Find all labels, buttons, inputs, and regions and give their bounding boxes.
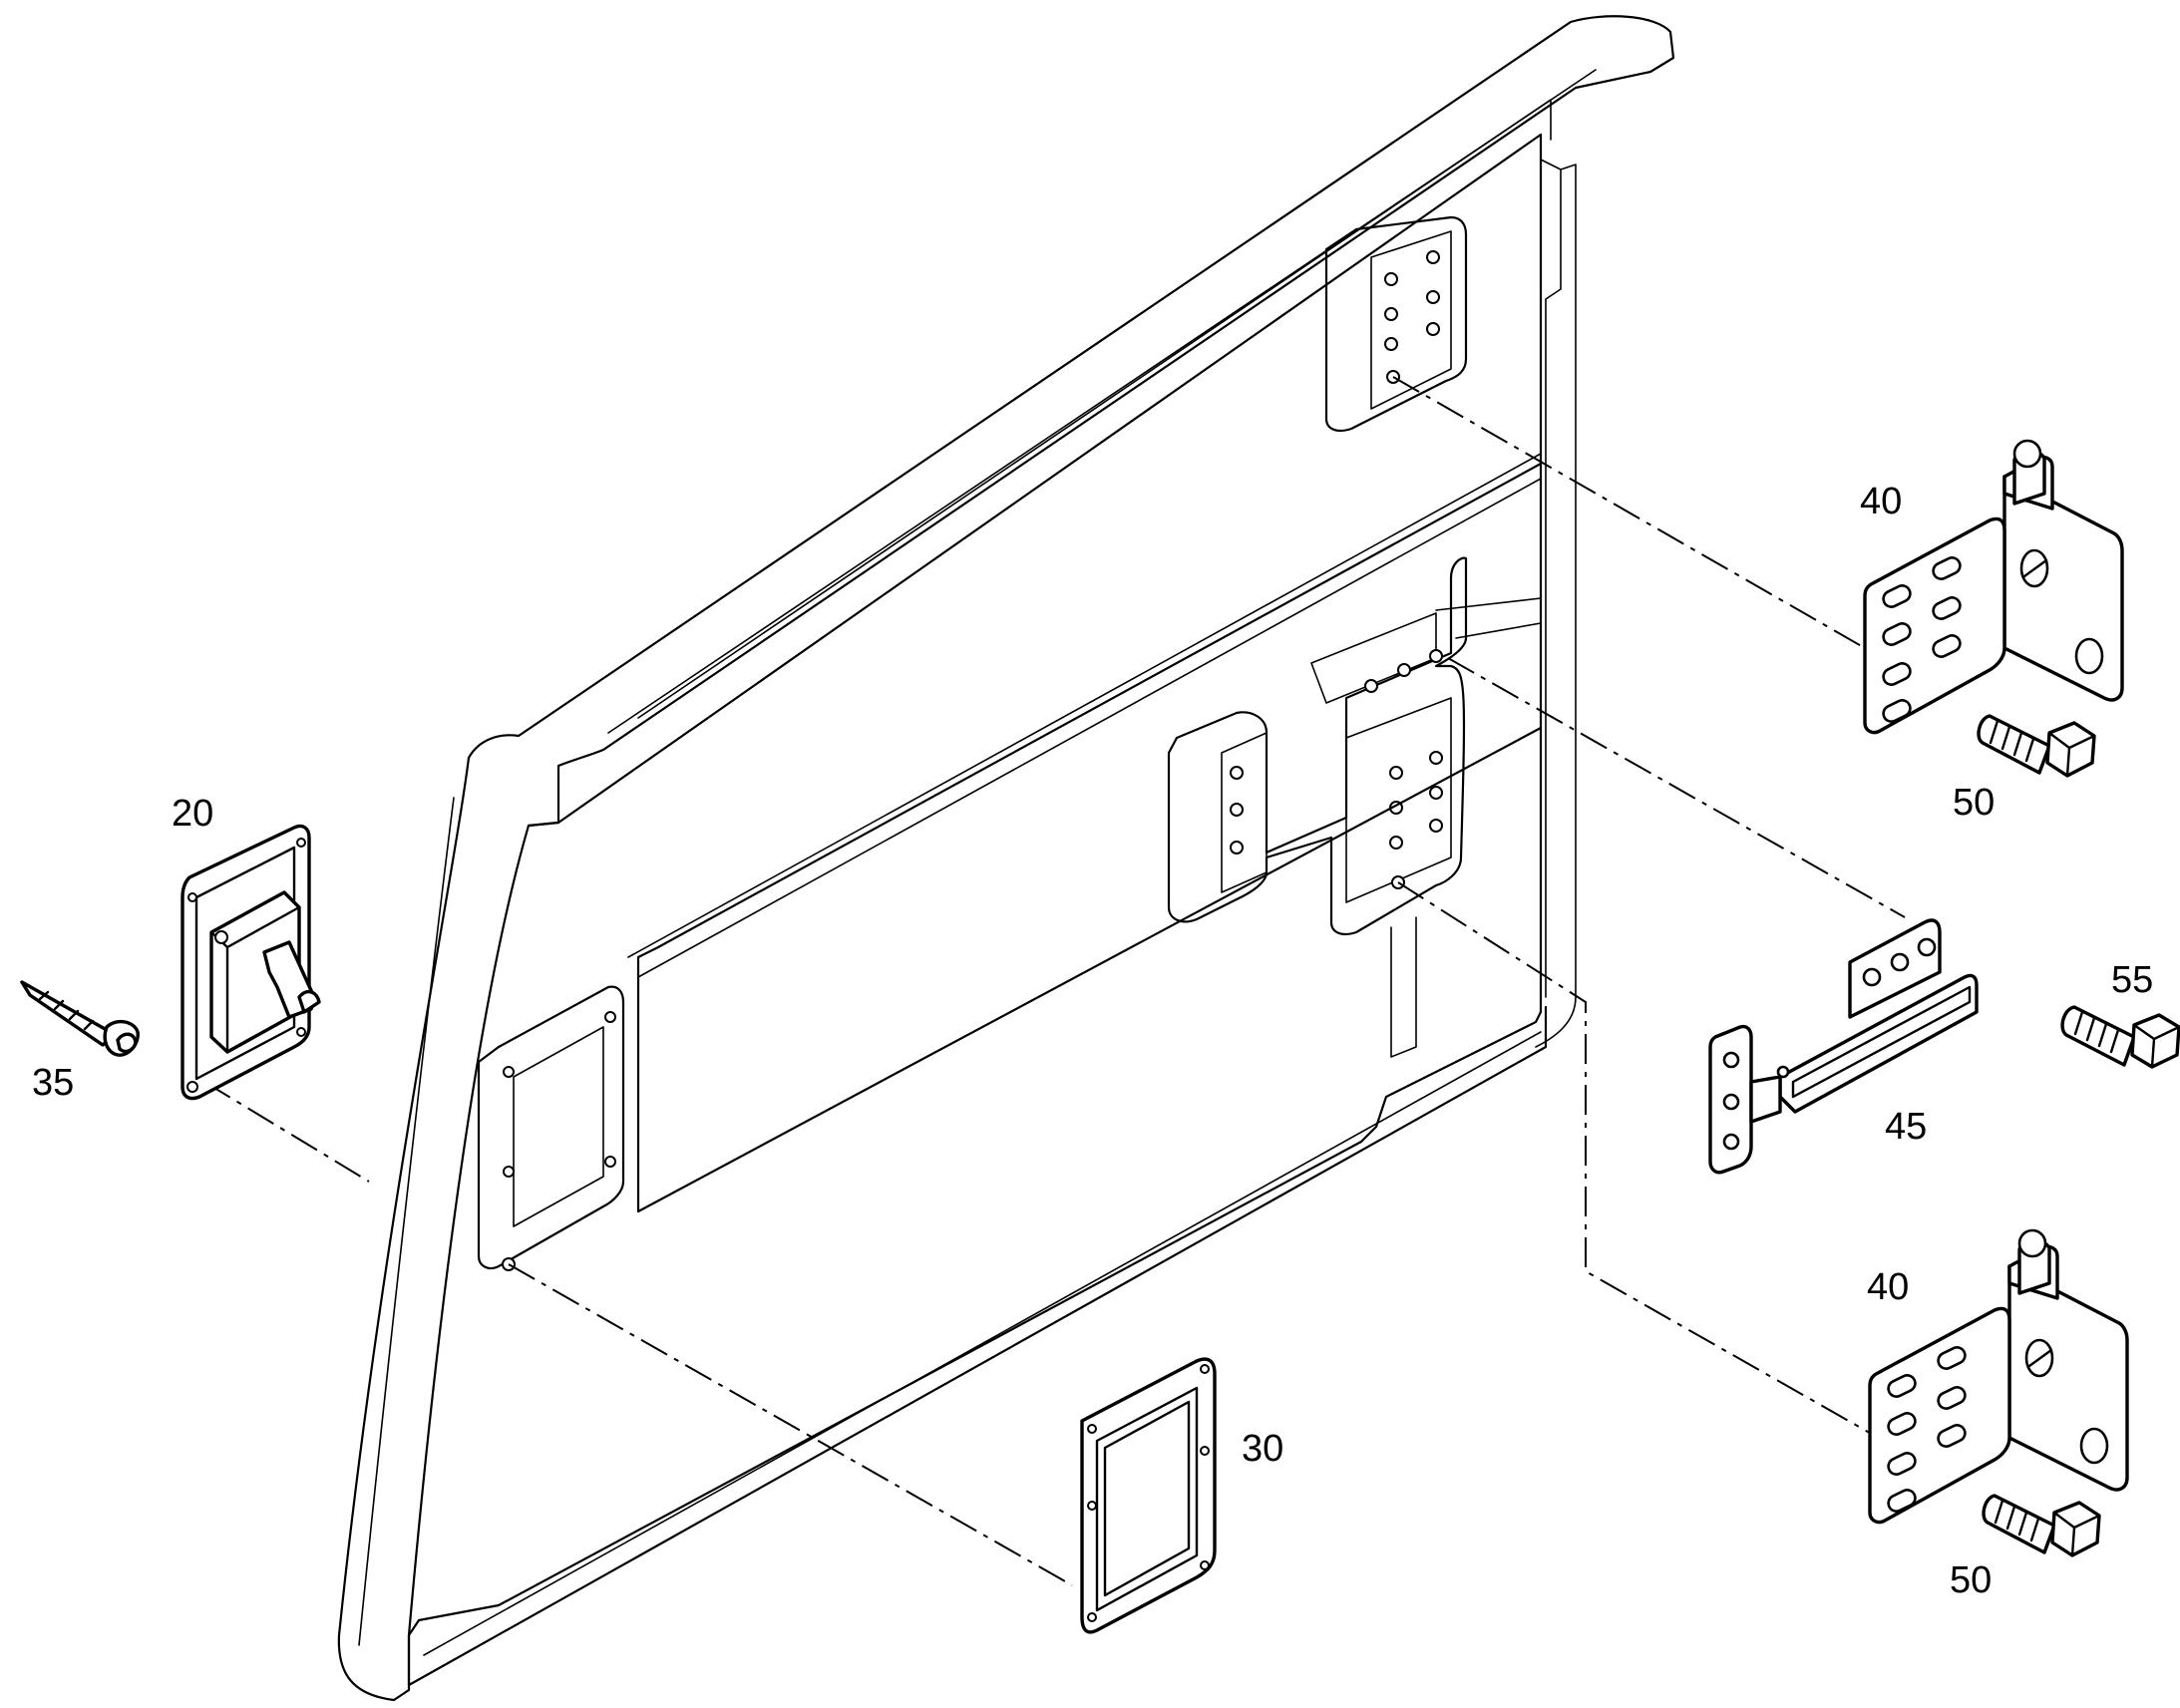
leader-30 bbox=[508, 1263, 1073, 1586]
leader-40-bottom bbox=[1397, 881, 1876, 1437]
leader-20 bbox=[203, 1081, 370, 1183]
callout-30: 30 bbox=[1242, 1428, 1283, 1470]
latch-assembly-20 bbox=[181, 824, 321, 1101]
gasket-frame-30 bbox=[1080, 1357, 1217, 1634]
leader-lines bbox=[203, 376, 1906, 1586]
callout-45: 45 bbox=[1885, 1106, 1927, 1148]
callout-50-top: 50 bbox=[1953, 782, 1995, 824]
door-panel bbox=[337, 15, 1675, 1702]
bolt-50-top bbox=[1977, 714, 2096, 778]
leader-45 bbox=[1447, 657, 1906, 918]
bolt-50-bottom bbox=[1982, 1494, 2101, 1557]
callout-55: 55 bbox=[2111, 959, 2153, 1001]
bolt-55 bbox=[2060, 1005, 2180, 1069]
callout-40-bottom: 40 bbox=[1867, 1266, 1909, 1308]
leader-40-top bbox=[1392, 376, 1866, 649]
screw-35 bbox=[20, 980, 140, 1057]
hinge-40-top bbox=[1863, 439, 2124, 735]
check-strap-45 bbox=[1708, 918, 1979, 1175]
callout-35: 35 bbox=[32, 1062, 74, 1104]
callout-labels: 20 35 30 40 50 55 45 40 50 bbox=[32, 481, 2153, 1601]
callout-50-bottom: 50 bbox=[1950, 1559, 1992, 1601]
callout-20: 20 bbox=[172, 793, 213, 835]
callout-40-top: 40 bbox=[1860, 481, 1902, 522]
hinge-40-bottom bbox=[1868, 1228, 2129, 1525]
